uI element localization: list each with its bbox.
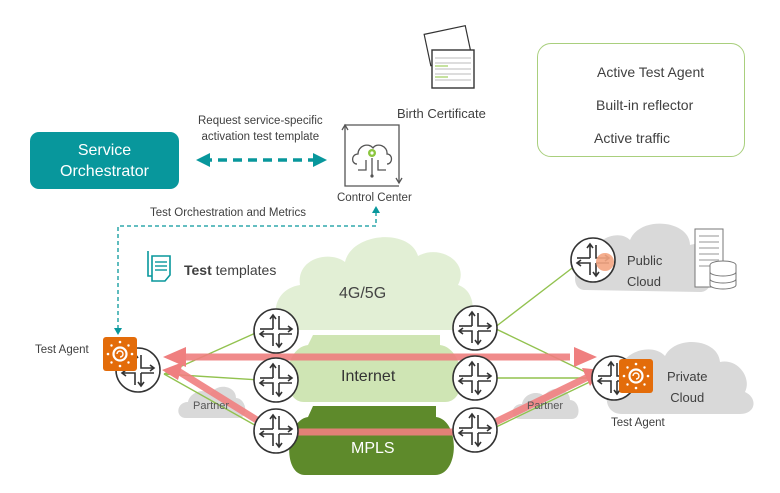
orchestration-arrow-up	[372, 206, 380, 213]
router-right-internet	[452, 355, 498, 401]
birth-certificate-icon	[423, 24, 475, 89]
legend-label-traffic: Active traffic	[594, 130, 670, 146]
router-right-4g5g	[452, 305, 498, 351]
test-templates-bold: Test	[184, 262, 212, 278]
cloud-4g5g	[275, 237, 473, 330]
test-templates-label: Test templates	[184, 262, 276, 278]
router-left-4g5g	[253, 308, 299, 354]
test-agent-right-icon	[617, 357, 655, 395]
active-traffic-paths	[162, 347, 602, 436]
test-templates-icon	[147, 251, 171, 282]
control-center-label: Control Center	[337, 192, 412, 204]
legend-label-agent: Active Test Agent	[597, 64, 705, 80]
legend-label-reflector: Built-in reflector	[596, 97, 694, 113]
cloud-mpls	[289, 406, 454, 475]
legend	[537, 43, 745, 157]
public-cloud-line2: Cloud	[627, 274, 661, 289]
test-templates-rest: templates	[211, 262, 277, 278]
private-cloud-line1: Private	[667, 369, 708, 384]
network-internet-label: Internet	[341, 368, 396, 385]
orchestration-dashed-path	[117, 212, 377, 330]
router-right-mpls	[452, 407, 498, 453]
public-cloud-label: Public Cloud	[627, 250, 662, 292]
router-left-internet	[253, 357, 299, 403]
public-cloud-line1: Public	[627, 253, 663, 268]
service-orchestrator-box[interactable]: Service Orchestrator	[30, 132, 179, 189]
orchestrator-label-line2: Orchestrator	[60, 162, 149, 180]
network-4g5g-label: 4G/5G	[339, 285, 387, 302]
orchestrator-label-line1: Service	[77, 141, 132, 159]
request-label: Request service-specific activation test…	[198, 113, 323, 145]
network-mpls-label: MPLS	[351, 440, 395, 457]
test-agent-left-icon	[101, 335, 139, 373]
database-icon	[709, 260, 737, 290]
request-label-line1: Request service-specific	[198, 115, 323, 127]
partner-right-label: Partner	[527, 400, 564, 412]
request-label-line2: activation test template	[201, 131, 320, 143]
control-center-icon	[341, 123, 403, 187]
router-left-mpls	[253, 408, 299, 454]
test-orchestration-label: Test Orchestration and Metrics	[150, 207, 306, 219]
built-in-reflector-icon	[596, 253, 614, 271]
partner-left-label: Partner	[193, 400, 230, 412]
birth-certificate-label: Birth Certificate	[397, 106, 486, 121]
cloud-internet	[287, 335, 462, 402]
test-agent-right-label: Test Agent	[611, 417, 665, 429]
private-cloud-label: Private Cloud	[667, 366, 707, 408]
private-cloud-line2: Cloud	[670, 390, 705, 405]
network-links	[163, 261, 599, 429]
test-agent-left-label: Test Agent	[35, 344, 89, 356]
orchestration-arrow-down	[114, 328, 122, 335]
